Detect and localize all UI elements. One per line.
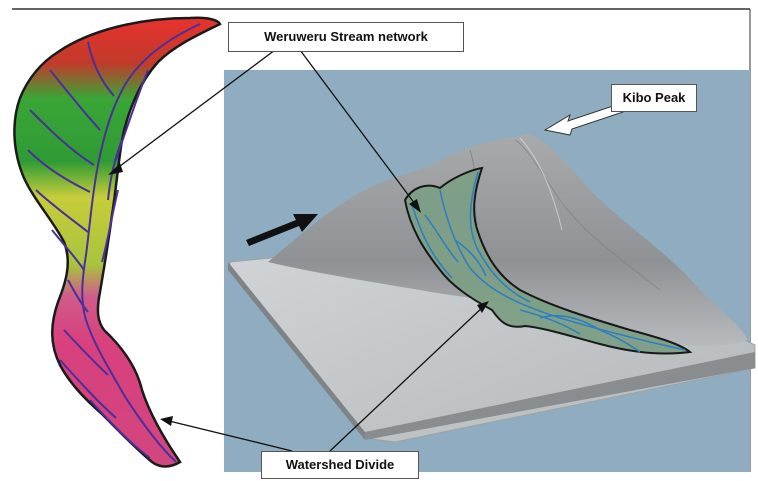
callout-lines (111, 49, 486, 452)
watershed-3d (403, 166, 693, 355)
kibo-peak-label: Kibo Peak (611, 84, 697, 112)
watershed-map (13, 16, 222, 468)
stream-network-label: Weruweru Stream network (228, 22, 464, 52)
watershed-divide-label: Watershed Divide (261, 451, 419, 479)
terrain-block (228, 134, 756, 443)
arrow-pointer-icon (108, 163, 489, 426)
direction-arrow-icon (246, 214, 318, 246)
mountain-relief (268, 134, 748, 347)
